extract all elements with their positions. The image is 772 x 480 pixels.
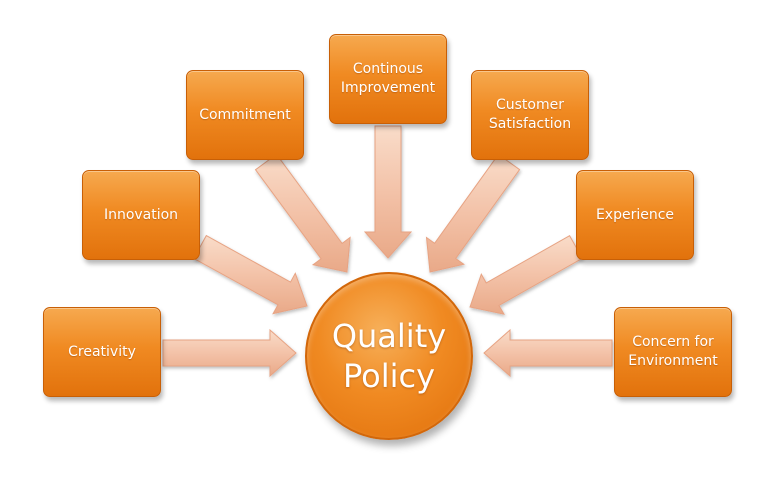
concern-for-environment-label-line1: Concern for [632,334,714,350]
commitment-box: Commitment [186,70,304,160]
arrow-commitment [254,153,351,273]
continous-improvement-box: Continous Improvement [329,34,447,124]
arrow-creativity [162,328,297,378]
experience-label: Experience [595,206,675,223]
creativity-box: Creativity [43,307,161,397]
continous-improvement-label-line1: Continous [352,61,424,77]
commitment-label: Commitment [199,106,291,123]
innovation-label: Innovation [103,206,179,223]
arrow-experience [469,235,584,315]
arrow-continous-improvement [363,125,413,259]
arrow-customer-satisfaction [425,153,521,273]
center-label-line1: Quality [331,317,447,355]
arrow-innovation [193,234,308,315]
quality-policy-circle: Quality Policy [305,272,473,440]
creativity-label: Creativity [68,343,136,360]
customer-satisfaction-label-line2: Satisfaction [488,116,572,132]
customer-satisfaction-box: Customer Satisfaction [471,70,589,160]
center-label-line2: Policy [342,357,436,395]
customer-satisfaction-label-line1: Customer [495,97,564,113]
innovation-box: Innovation [82,170,200,260]
experience-box: Experience [576,170,694,260]
continous-improvement-label-line2: Improvement [340,80,436,96]
concern-for-environment-box: Concern for Environment [614,307,732,397]
concern-for-environment-label-line2: Environment [628,353,718,369]
arrow-concern-for-environment [483,328,613,378]
